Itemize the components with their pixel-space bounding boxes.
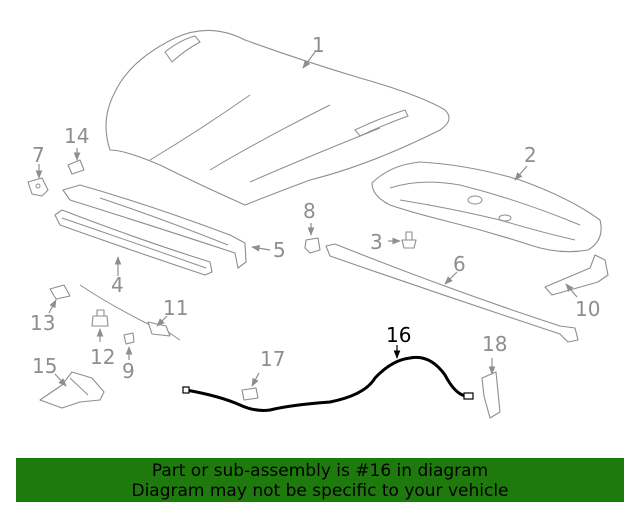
release-cable <box>182 355 474 412</box>
callout-18: 18 <box>482 332 507 356</box>
callout-11: 11 <box>163 296 188 320</box>
callout-1: 1 <box>312 33 325 57</box>
callout-3: 3 <box>370 230 383 254</box>
parts-diagram: 1 2 3 4 5 6 7 8 <box>27 29 609 419</box>
callout-12: 12 <box>90 345 115 369</box>
bracket-7 <box>27 177 49 197</box>
prop-rod-holder <box>544 254 609 296</box>
bumper-stop <box>304 237 321 254</box>
callout-7: 7 <box>32 143 45 167</box>
callout-13: 13 <box>30 311 55 335</box>
callout-6: 6 <box>453 252 466 276</box>
clip-17 <box>241 387 259 401</box>
callout-14: 14 <box>64 124 89 148</box>
info-banner: Part or sub-assembly is #16 in diagram D… <box>16 458 624 502</box>
callout-2: 2 <box>524 143 537 167</box>
seal-bracket <box>62 184 247 269</box>
fastener-12 <box>91 309 109 327</box>
weatherstrip <box>54 209 213 276</box>
callout-10: 10 <box>575 297 600 321</box>
callout-5: 5 <box>273 238 286 262</box>
banner-line-part: Part or sub-assembly is #16 in diagram <box>151 461 489 481</box>
callout-8: 8 <box>303 199 316 223</box>
callout-4: 4 <box>111 273 124 297</box>
grommet <box>123 332 135 345</box>
clip-3 <box>401 231 417 249</box>
callout-16: 16 <box>386 323 411 347</box>
banner-line-disclaimer: Diagram may not be specific to your vehi… <box>131 481 509 501</box>
clip-13 <box>49 284 71 300</box>
release-handle <box>481 371 501 419</box>
callout-15: 15 <box>32 354 57 378</box>
clip-14 <box>67 159 85 175</box>
callout-17: 17 <box>260 347 285 371</box>
hood-insulator <box>371 161 602 253</box>
hood-panel <box>105 29 450 206</box>
callout-9: 9 <box>122 359 135 383</box>
prop-rod <box>325 243 579 343</box>
